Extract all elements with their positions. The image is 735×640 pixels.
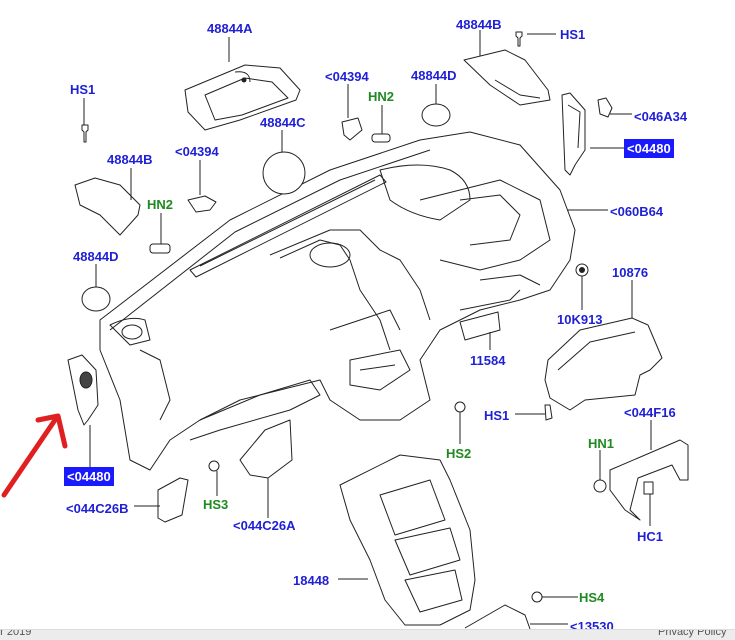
label-HS1-topright[interactable]: HS1	[560, 27, 586, 42]
part-18448	[339, 454, 476, 626]
label-HS1-mid[interactable]: HS1	[484, 408, 510, 423]
label-060B64[interactable]: <060B64	[610, 204, 664, 219]
label-48844A[interactable]: 48844A	[207, 21, 253, 36]
privacy-policy-link[interactable]: Privacy Policy	[658, 629, 727, 638]
part-04480-right	[561, 92, 586, 176]
part-HN2-left	[149, 243, 171, 254]
label-18448[interactable]: 18448	[293, 573, 330, 588]
part-48844A	[184, 64, 301, 131]
red-arrow-annotation	[1, 413, 68, 498]
part-48844D-left	[81, 286, 111, 312]
part-10876	[544, 317, 663, 411]
part-HS2	[454, 401, 466, 413]
part-044C26A	[239, 419, 293, 479]
label-HS3[interactable]: HS3	[203, 497, 229, 512]
part-48844B-right	[463, 49, 551, 106]
label-044C26A[interactable]: <044C26A	[233, 518, 296, 533]
part-HS1-mid	[544, 404, 553, 421]
part-HN1	[593, 479, 607, 493]
part-11584	[459, 311, 501, 341]
label-HS4[interactable]: HS4	[579, 590, 605, 605]
part-48844C	[262, 151, 306, 195]
part-HN2-top	[371, 133, 391, 143]
part-046A34	[597, 97, 613, 118]
label-HS2[interactable]: HS2	[446, 446, 472, 461]
part-044F16	[609, 439, 689, 521]
label-10K913[interactable]: 10K913	[557, 312, 603, 327]
part-13530	[464, 604, 531, 630]
label-HN1[interactable]: HN1	[588, 436, 615, 451]
part-04480-left	[67, 354, 99, 426]
leader-lines	[83, 30, 652, 625]
label-04394-top[interactable]: <04394	[325, 69, 369, 84]
label-48844D-left[interactable]: 48844D	[73, 249, 119, 264]
part-48844D-top	[421, 103, 451, 127]
footer-date-text: er 2019	[0, 629, 32, 638]
label-04394-left[interactable]: <04394	[175, 144, 219, 159]
part-HC1	[643, 481, 654, 495]
label-10876[interactable]: 10876	[612, 265, 649, 280]
label-HC1[interactable]: HC1	[637, 529, 664, 544]
label-04480-left[interactable]: <04480	[64, 467, 114, 486]
label-044F16[interactable]: <044F16	[624, 405, 676, 420]
label-HN2-top[interactable]: HN2	[368, 89, 395, 104]
part-48844B-left	[74, 177, 141, 236]
label-48844D-top[interactable]: 48844D	[411, 68, 457, 83]
label-48844B-left[interactable]: 48844B	[107, 152, 153, 167]
part-04394-left	[187, 195, 217, 213]
label-HN2-left[interactable]: HN2	[147, 197, 174, 212]
label-044C26B[interactable]: <044C26B	[66, 501, 129, 516]
page-footer: er 2019 Privacy Policy	[0, 629, 735, 640]
label-04480-right[interactable]: <04480	[624, 139, 674, 158]
label-11584[interactable]: 11584	[470, 353, 506, 368]
label-HS1-left[interactable]: HS1	[70, 82, 96, 97]
label-046A34[interactable]: <046A34	[634, 109, 688, 124]
part-HS1-left	[81, 124, 89, 143]
part-HS4	[531, 591, 543, 603]
part-04394-top	[341, 117, 363, 141]
label-48844C[interactable]: 48844C	[260, 115, 306, 130]
label-48844B-right[interactable]: 48844B	[456, 17, 502, 32]
part-HS3	[208, 460, 220, 472]
part-HS1-topright	[515, 31, 523, 47]
part-044C26B	[157, 477, 189, 523]
dashboard-body	[99, 131, 576, 471]
